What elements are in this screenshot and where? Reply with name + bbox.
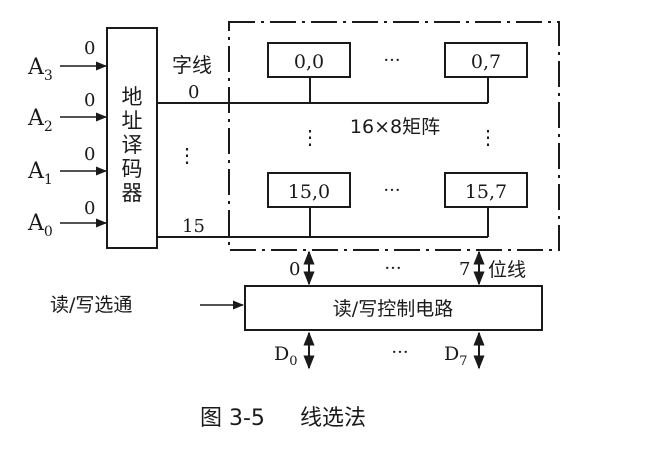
address-inputs: A3 0 A2 0 A1 0 A0 0 <box>27 38 108 240</box>
input-a2-value: 0 <box>84 90 95 111</box>
rw-control-label: 读/写控制电路 <box>333 298 453 320</box>
input-a1-value: 0 <box>84 144 95 165</box>
matrix-left-vdots: ⋮ <box>300 125 320 149</box>
matrix-bottom-hdots: ··· <box>383 180 400 201</box>
cell-0-7: 0,7 <box>444 42 528 103</box>
data-line-d0-label: D0 <box>274 343 298 369</box>
matrix-boundary <box>228 21 560 251</box>
cell-15-7-label: 15,7 <box>465 181 507 203</box>
bit-line-7-label: 7 <box>459 259 470 280</box>
bit-lines: 0 ··· 7 位线 <box>289 250 526 286</box>
input-a3-label: A3 <box>27 55 53 84</box>
rw-control-circuit: 读/写控制电路 <box>244 285 543 331</box>
data-line-d7-label: D7 <box>444 343 468 369</box>
decoder-char-3: 译 <box>122 133 143 157</box>
matrix-top-hdots: ··· <box>383 50 400 71</box>
matrix-right-vdots: ⋮ <box>478 125 498 149</box>
data-line-hdots: ··· <box>391 342 408 363</box>
input-a1: A1 0 <box>27 144 108 188</box>
memory-matrix: 0,0 ··· 0,7 16×8矩阵 ⋮ ⋮ 15,0 ··· 15,7 <box>228 21 560 251</box>
word-line-label: 字线 <box>172 53 212 77</box>
input-a3: A3 0 <box>27 38 108 84</box>
cell-0-0: 0,0 <box>267 42 351 103</box>
bit-line-hdots: ··· <box>384 258 401 279</box>
word-line-vdots: ⋮ <box>177 143 197 167</box>
cell-0-0-label: 0,0 <box>294 51 324 73</box>
input-a0: A0 0 <box>27 198 108 240</box>
decoder-char-4: 码 <box>122 157 143 181</box>
bit-line-label: 位线 <box>488 259 526 281</box>
matrix-label: 16×8矩阵 <box>350 116 440 138</box>
cell-15-0: 15,0 <box>267 172 351 237</box>
decoder-char-2: 址 <box>122 109 143 133</box>
caption-number: 图 3-5 <box>200 406 265 431</box>
input-a1-label: A1 <box>27 159 53 188</box>
rw-control-box <box>244 285 543 331</box>
input-a3-value: 0 <box>84 38 95 59</box>
cell-0-7-label: 0,7 <box>471 51 501 73</box>
decoder-char-5: 器 <box>122 181 143 205</box>
word-line-15-label: 15 <box>182 216 205 237</box>
input-a0-value: 0 <box>84 198 95 219</box>
word-lines: 字线 0 ⋮ 15 <box>157 53 488 238</box>
cell-0-7-box <box>444 42 528 78</box>
cell-15-0-label: 15,0 <box>288 181 330 203</box>
caption-title: 线选法 <box>300 406 366 431</box>
rw-select-label: 读/写选通 <box>50 294 132 316</box>
address-decoder: 地 址 译 码 器 <box>106 27 158 249</box>
data-lines: D0 ··· D7 <box>274 331 485 370</box>
word-line-0-label: 0 <box>188 82 199 103</box>
cell-15-7: 15,7 <box>444 172 528 237</box>
figure-caption: 图 3-5 线选法 <box>200 406 366 431</box>
bit-line-0-label: 0 <box>289 259 300 280</box>
cell-15-7-box <box>444 172 528 208</box>
input-a2: A2 0 <box>27 90 108 135</box>
decoder-char-1: 地 <box>122 85 143 109</box>
input-a0-label: A0 <box>27 211 53 240</box>
decoder-box <box>106 27 158 249</box>
input-a2-label: A2 <box>27 106 53 135</box>
rw-select: 读/写选通 <box>50 294 245 316</box>
